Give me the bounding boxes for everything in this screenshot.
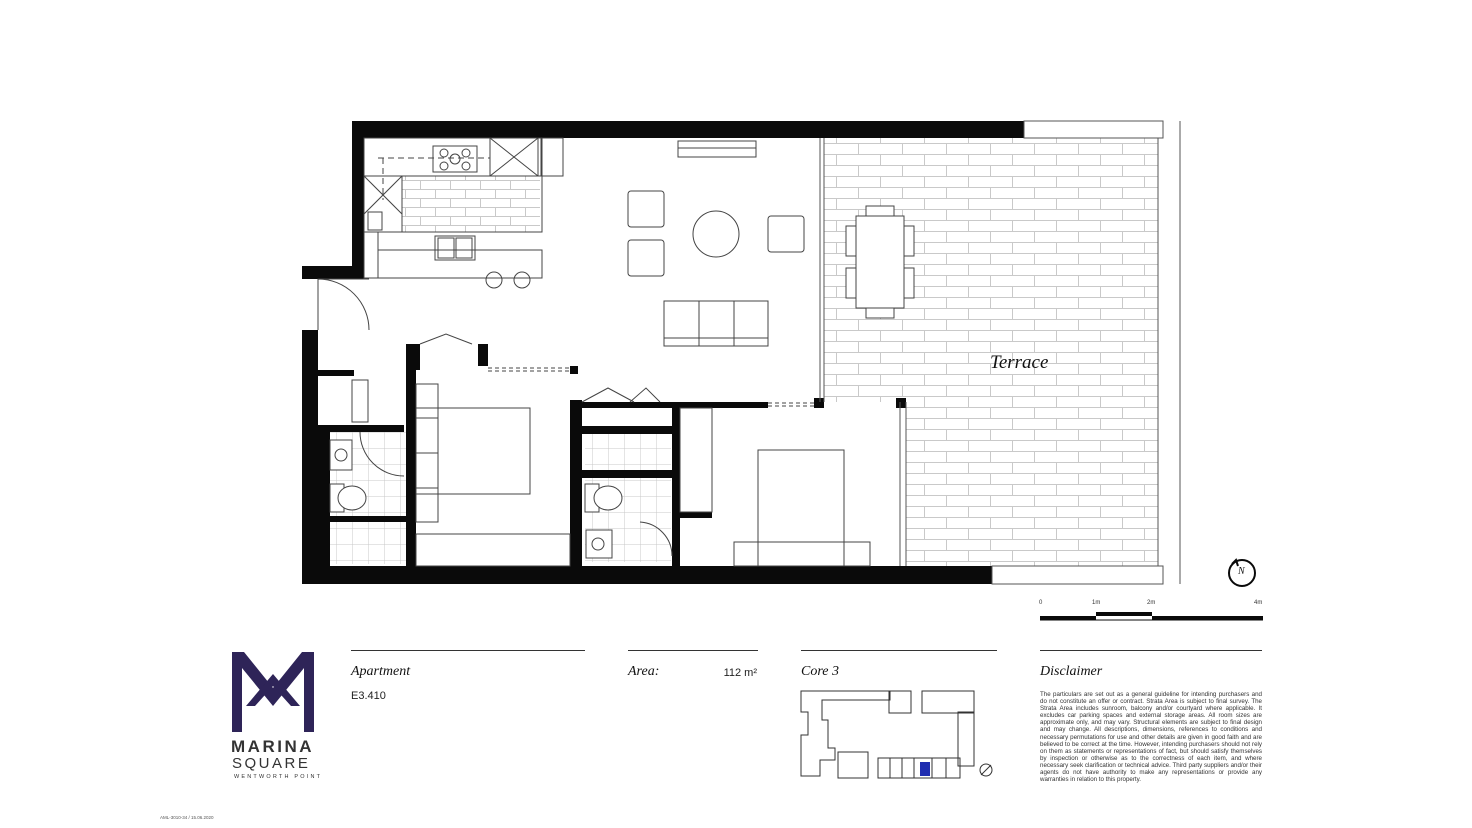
area-label: Area: [628, 664, 660, 679]
disclaimer-label: Disclaimer [1040, 664, 1103, 679]
scale-tick-4m: 4m [1254, 600, 1263, 606]
core-rule [801, 650, 997, 651]
north-label: N [1238, 566, 1245, 577]
entry-door [317, 278, 370, 331]
terrace-label: Terrace [990, 352, 1049, 373]
scale-tick-1m: 1m [1092, 600, 1101, 606]
kitchen-tiles [402, 176, 540, 232]
kitchen [363, 137, 757, 289]
disclaimer-text: The particulars are set out as a general… [1040, 691, 1262, 784]
bedroom1 [415, 333, 571, 567]
bathroom2-tiles [585, 434, 671, 470]
brand-name-line1: MARINA [231, 737, 314, 756]
walls [302, 121, 1024, 584]
keyplan-highlighted-unit [920, 762, 930, 776]
apartment-label: Apartment [351, 664, 411, 679]
marina-square-logo [232, 652, 314, 732]
apartment-value: E3.410 [351, 690, 386, 702]
terrace-dining-set [845, 205, 915, 319]
terrace-outline [819, 120, 1181, 585]
bathroom1-shower-tiles [330, 522, 406, 564]
terrace-paving-lower [906, 402, 1158, 566]
document-code: AML-3010-34 / 15.06.2020 [160, 815, 214, 820]
apartment-rule [351, 650, 585, 651]
core-label: Core 3 [801, 664, 839, 679]
area-rule [628, 650, 758, 651]
scale-tick-0: 0 [1039, 600, 1043, 606]
area-value: 112 m² [723, 667, 757, 679]
scale-tick-2m: 2m [1147, 600, 1156, 606]
disclaimer-rule [1040, 650, 1262, 651]
north-compass-icon [1228, 558, 1256, 587]
bathroom2-fixtures [581, 387, 673, 559]
kitchen-dashed-outline [378, 157, 490, 200]
scale-bar [1040, 612, 1263, 621]
living-furniture [627, 190, 805, 347]
bathroom1-fixtures [329, 379, 405, 513]
brand-name-line2: SQUARE [232, 755, 311, 772]
brand-name-line3: WENTWORTH POINT [234, 774, 323, 780]
bedroom2 [679, 402, 871, 567]
core-keyplan [800, 690, 993, 779]
